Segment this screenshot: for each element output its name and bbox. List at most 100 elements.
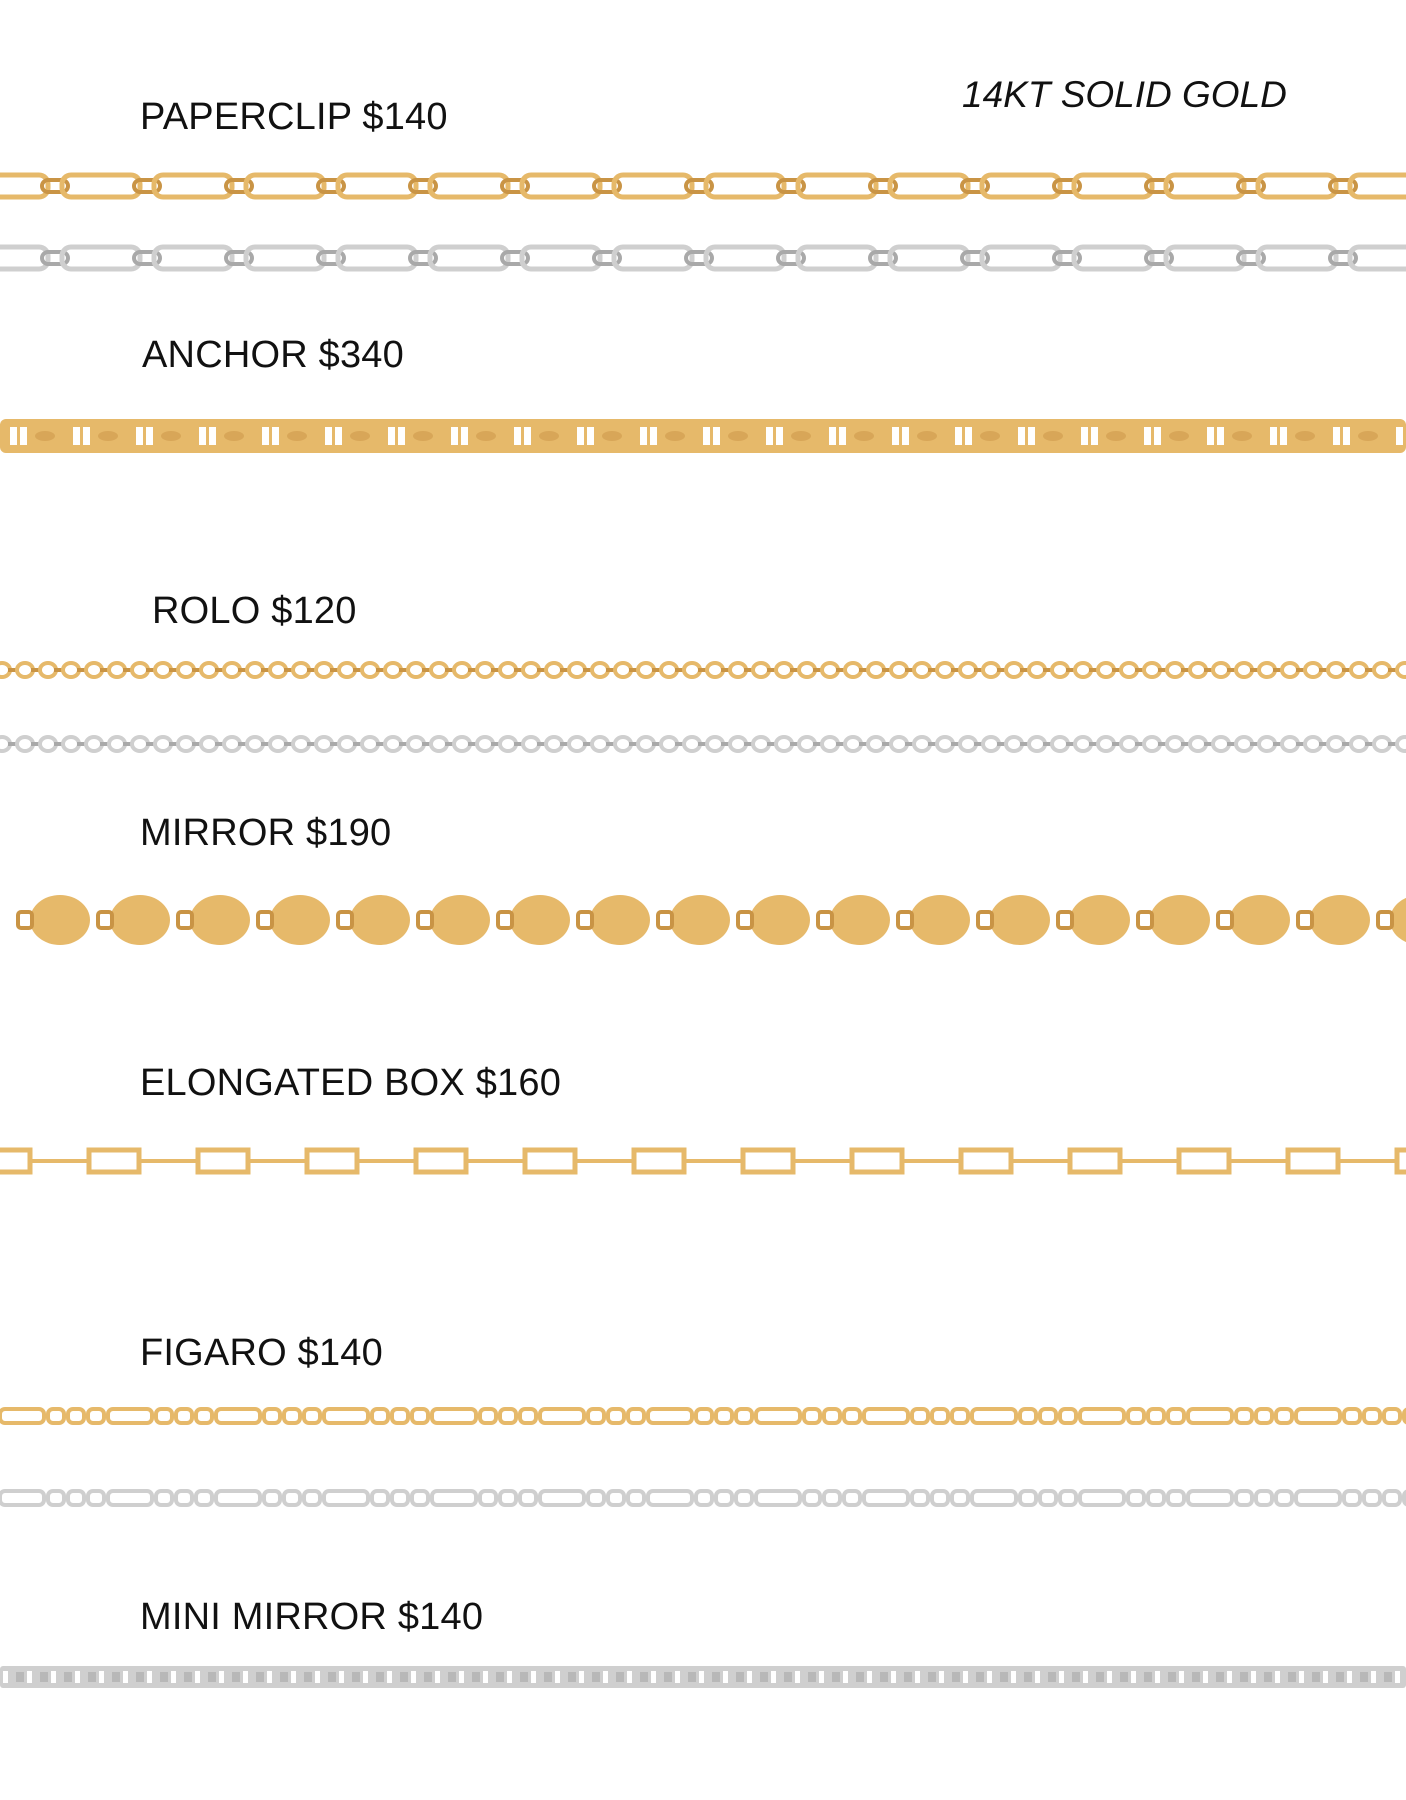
anchor-link — [1270, 427, 1277, 445]
rolo-link — [268, 661, 288, 679]
figaro-link — [606, 1489, 626, 1507]
figaro-link — [106, 1407, 154, 1425]
figaro-link — [1126, 1489, 1146, 1507]
rolo-link — [1066, 742, 1076, 746]
rolo-link — [813, 742, 823, 746]
figaro-link — [66, 1407, 86, 1425]
minimirror-link — [1288, 1672, 1296, 1682]
rolo-link — [1273, 742, 1283, 746]
figaro-link — [66, 1489, 86, 1507]
rolo-link — [1004, 661, 1024, 679]
minimirror-link — [640, 1672, 648, 1682]
paperclip-link — [592, 250, 622, 266]
anchor-link — [98, 431, 118, 441]
rolo-link — [15, 661, 35, 679]
minimirror-link — [88, 1672, 96, 1682]
figaro-link — [1362, 1489, 1382, 1507]
rolo-link — [491, 742, 501, 746]
figaro-link — [46, 1407, 66, 1425]
rolo-link — [1227, 668, 1237, 672]
rolo-link — [445, 668, 455, 672]
rolo-link — [636, 735, 656, 753]
box-link — [849, 1147, 905, 1175]
rolo-link — [629, 742, 639, 746]
rolo-link — [1165, 735, 1185, 753]
figaro-link — [498, 1489, 518, 1507]
anchor-link — [703, 427, 710, 445]
anchor-link — [1169, 431, 1189, 441]
paperclip-link — [1236, 250, 1266, 266]
rolo-link — [1349, 735, 1369, 753]
paperclip-link — [960, 178, 990, 194]
minimirror-link — [928, 1672, 936, 1682]
paperclip-link — [243, 244, 327, 272]
rolo-link — [1349, 661, 1369, 679]
figaro-link — [1342, 1407, 1362, 1425]
minimirror-link — [531, 1671, 536, 1683]
section-label-elongated-box: ELONGATED BOX $160 — [140, 1062, 562, 1104]
anchor-link — [388, 427, 395, 445]
figaro-link — [1362, 1407, 1382, 1425]
paperclip-link — [1071, 244, 1155, 272]
figaro-link — [930, 1407, 950, 1425]
rolo-link — [1365, 668, 1375, 672]
anchor-link — [713, 427, 720, 445]
anchor-link — [640, 427, 647, 445]
minimirror-link — [723, 1671, 728, 1683]
rolo-link — [629, 668, 639, 672]
rolo-link — [353, 668, 363, 672]
minimirror-link — [699, 1671, 704, 1683]
figaro-link — [302, 1489, 322, 1507]
minimirror-link — [808, 1672, 816, 1682]
paperclip-link — [1236, 178, 1266, 194]
rolo-link — [905, 668, 915, 672]
rolo-link — [843, 735, 863, 753]
rolo-link — [843, 661, 863, 679]
mirror-link — [816, 910, 834, 930]
rolo-link — [215, 742, 225, 746]
figaro-link — [282, 1407, 302, 1425]
rolo-link — [1250, 668, 1260, 672]
minimirror-link — [832, 1672, 840, 1682]
figaro-link — [1274, 1407, 1294, 1425]
figaro-link — [106, 1489, 154, 1507]
rolo-link — [981, 661, 1001, 679]
paperclip-link — [979, 172, 1063, 200]
figaro-link — [478, 1489, 498, 1507]
anchor-link — [514, 427, 521, 445]
minimirror-link — [64, 1672, 72, 1682]
anchor-link — [650, 427, 657, 445]
rolo-link — [1089, 668, 1099, 672]
anchor-link — [539, 431, 559, 441]
rolo-link — [813, 668, 823, 672]
minimirror-link — [1131, 1671, 1136, 1683]
rolo-link — [222, 661, 242, 679]
figaro-link — [1342, 1489, 1362, 1507]
anchor-link — [665, 431, 685, 441]
rolo-link — [636, 661, 656, 679]
anchor-link — [1280, 427, 1287, 445]
minimirror-link — [592, 1672, 600, 1682]
rolo-link — [291, 661, 311, 679]
minimirror-link — [1384, 1672, 1392, 1682]
rolo-link — [107, 661, 127, 679]
rolo-link — [452, 661, 472, 679]
figaro-link — [950, 1407, 970, 1425]
minimirror-link — [987, 1671, 992, 1683]
rolo-link — [1257, 661, 1277, 679]
figaro-link — [802, 1407, 822, 1425]
mirror-link — [896, 910, 914, 930]
paperclip-link — [1163, 244, 1247, 272]
rolo-link — [675, 668, 685, 672]
rolo-link — [1004, 735, 1024, 753]
figaro-link — [950, 1489, 970, 1507]
rolo-link — [61, 735, 81, 753]
rolo-link — [468, 668, 478, 672]
rolo-link — [698, 668, 708, 672]
rolo-link — [767, 742, 777, 746]
minimirror-link — [99, 1671, 104, 1683]
mini-mirror-chain-silver — [0, 1666, 1406, 1688]
anchor-link — [1154, 427, 1161, 445]
figaro-link — [1402, 1489, 1406, 1507]
minimirror-link — [1059, 1671, 1064, 1683]
